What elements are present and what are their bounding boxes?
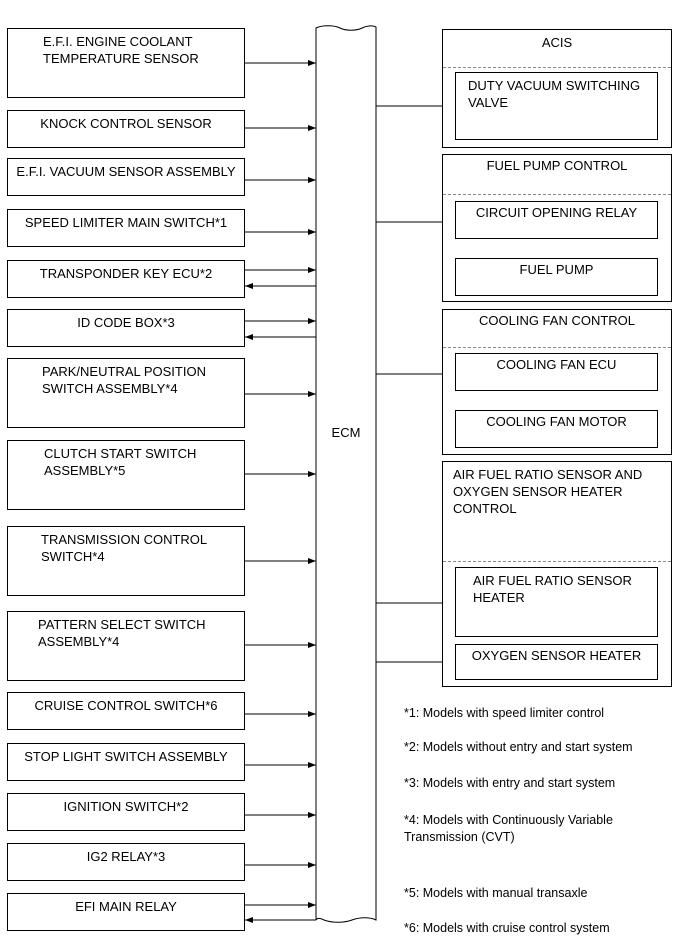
output-duty-vacuum-valve: DUTY VACUUM SWITCHING VALVE [455, 72, 658, 140]
output-oxygen-sensor-heater: OXYGEN SENSOR HEATER [455, 644, 658, 680]
output-item-label: DUTY VACUUM SWITCHING VALVE [468, 78, 641, 110]
output-item-label: COOLING FAN MOTOR [486, 414, 627, 429]
divider [443, 347, 671, 348]
output-cooling-fan-ecu: COOLING FAN ECU [455, 353, 658, 391]
ecm-body [315, 25, 377, 923]
input-pattern-select-switch: PATTERN SELECT SWITCH ASSEMBLY*4 [7, 611, 245, 681]
output-item-label: OXYGEN SENSOR HEATER [471, 648, 642, 663]
output-title: ACIS [541, 35, 573, 50]
input-speed-limiter-switch: SPEED LIMITER MAIN SWITCH*1 [7, 209, 245, 247]
input-label: IGNITION SWITCH*2 [63, 799, 189, 814]
input-label: CLUTCH START SWITCH ASSEMBLY*5 [44, 446, 197, 478]
footnote: *5: Models with manual transaxle [404, 886, 588, 900]
footnote: *1: Models with speed limiter control [404, 706, 605, 720]
input-park-neutral-switch: PARK/NEUTRAL POSITION SWITCH ASSEMBLY*4 [7, 358, 245, 428]
input-label: PARK/NEUTRAL POSITION SWITCH ASSEMBLY*4 [42, 364, 206, 396]
input-label: TRANSPONDER KEY ECU*2 [39, 266, 213, 281]
input-label: PATTERN SELECT SWITCH ASSEMBLY*4 [38, 617, 206, 649]
output-title: COOLING FAN CONTROL [478, 313, 636, 328]
input-coolant-sensor: E.F.I. ENGINE COOLANT TEMPERATURE SENSOR [7, 28, 245, 98]
input-id-code-box: ID CODE BOX*3 [7, 309, 245, 347]
input-ignition-switch: IGNITION SWITCH*2 [7, 793, 245, 831]
input-vacuum-sensor: E.F.I. VACUUM SENSOR ASSEMBLY [7, 158, 245, 196]
input-transmission-control-switch: TRANSMISSION CONTROL SWITCH*4 [7, 526, 245, 596]
footnote: *4: Models with Continuously Variable Tr… [404, 813, 613, 844]
output-item-label: COOLING FAN ECU [496, 357, 617, 372]
input-label: IG2 RELAY*3 [86, 849, 166, 864]
output-af-sensor-heater: AIR FUEL RATIO SENSOR HEATER [455, 567, 658, 637]
input-cruise-control-switch: CRUISE CONTROL SWITCH*6 [7, 692, 245, 730]
footnote: *2: Models without entry and start syste… [404, 740, 633, 754]
output-item-label: FUEL PUMP [519, 262, 594, 277]
output-fuel-pump: FUEL PUMP [455, 258, 658, 296]
input-stop-light-switch: STOP LIGHT SWITCH ASSEMBLY [7, 743, 245, 781]
input-label: E.F.I. ENGINE COOLANT TEMPERATURE SENSOR [43, 34, 199, 66]
input-knock-sensor: KNOCK CONTROL SENSOR [7, 110, 245, 148]
input-label: ID CODE BOX*3 [77, 315, 175, 330]
input-label: KNOCK CONTROL SENSOR [40, 116, 212, 131]
divider [443, 67, 671, 68]
divider [443, 194, 671, 195]
input-label: TRANSMISSION CONTROL SWITCH*4 [41, 532, 208, 564]
input-label: E.F.I. VACUUM SENSOR ASSEMBLY [16, 164, 236, 179]
output-item-label: AIR FUEL RATIO SENSOR HEATER [473, 573, 632, 605]
input-label: CRUISE CONTROL SWITCH*6 [34, 698, 218, 713]
input-clutch-start-switch: CLUTCH START SWITCH ASSEMBLY*5 [7, 440, 245, 510]
input-transponder-key-ecu: TRANSPONDER KEY ECU*2 [7, 260, 245, 298]
ecm-label: ECM [331, 425, 361, 440]
output-cooling-fan-motor: COOLING FAN MOTOR [455, 410, 658, 448]
input-label: SPEED LIMITER MAIN SWITCH*1 [24, 215, 228, 230]
input-efi-main-relay: EFI MAIN RELAY [7, 893, 245, 931]
output-item-label: CIRCUIT OPENING RELAY [475, 205, 638, 220]
output-title: FUEL PUMP CONTROL [486, 158, 628, 173]
output-title: AIR FUEL RATIO SENSOR AND OXYGEN SENSOR … [453, 467, 643, 516]
footnote: *6: Models with cruise control system [404, 921, 610, 935]
input-label: STOP LIGHT SWITCH ASSEMBLY [24, 749, 228, 764]
output-circuit-opening-relay: CIRCUIT OPENING RELAY [455, 201, 658, 239]
input-ig2-relay: IG2 RELAY*3 [7, 843, 245, 881]
input-label: EFI MAIN RELAY [75, 899, 177, 914]
footnote: *3: Models with entry and start system [404, 776, 616, 790]
divider [443, 561, 671, 562]
